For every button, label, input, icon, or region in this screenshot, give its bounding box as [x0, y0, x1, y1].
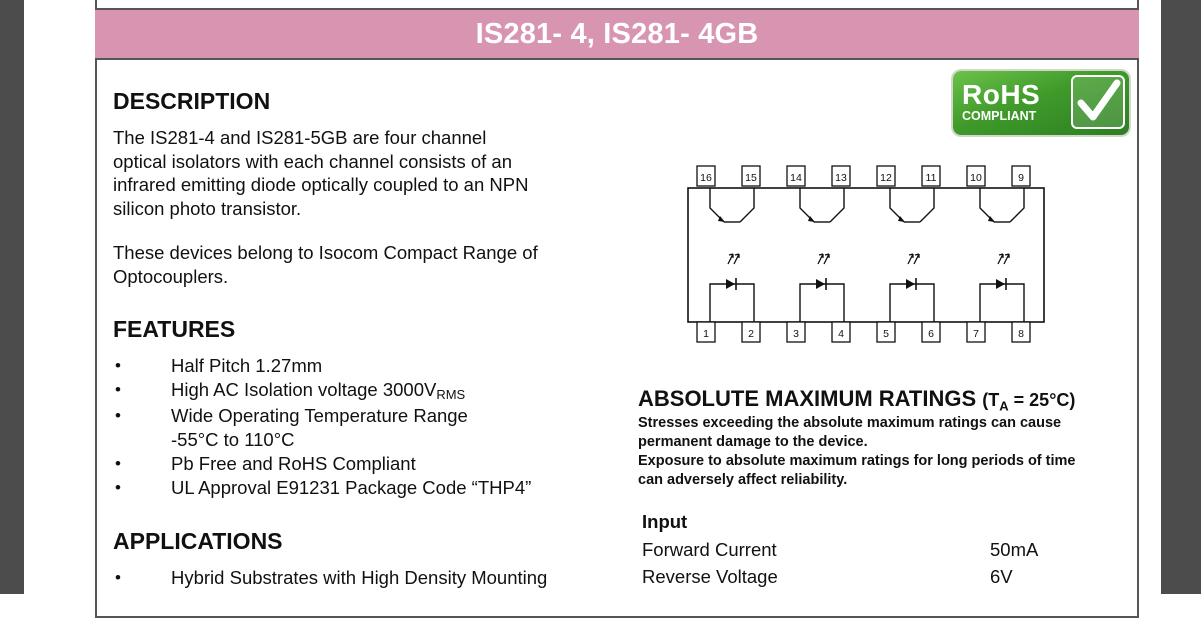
- optocoupler-channel: [979, 188, 1025, 322]
- pin-label-top: 9: [1011, 165, 1031, 187]
- ratings-section-input: Input: [642, 511, 688, 532]
- description-text-2: These devices belong to Isocom Compact R…: [113, 241, 538, 288]
- description-line: infrared emitting diode optically couple…: [113, 174, 529, 195]
- rating-value: 50mA: [990, 539, 1039, 560]
- rohs-logo-subtext: COMPLIANT: [962, 109, 1037, 123]
- svg-text:3: 3: [793, 328, 799, 340]
- svg-text:7: 7: [973, 328, 979, 340]
- optocoupler-channel: [889, 188, 935, 322]
- checkmark-icon: [1071, 75, 1125, 129]
- rating-label: Reverse Voltage: [642, 566, 778, 587]
- svg-text:8: 8: [1018, 328, 1024, 340]
- description-heading: DESCRIPTION: [113, 88, 271, 114]
- ratings-note-1: Stresses exceeding the absolute maximum …: [638, 415, 1062, 450]
- title-banner: IS281- 4, IS281- 4GB: [95, 8, 1139, 60]
- viewer-scrollbar[interactable]: [1161, 0, 1201, 594]
- description-line: Optocouplers.: [113, 265, 229, 287]
- feature-item: Half Pitch 1.27mm: [115, 354, 531, 378]
- document-title: IS281- 4, IS281- 4GB: [475, 17, 759, 50]
- svg-text:1: 1: [703, 328, 709, 340]
- features-list: Half Pitch 1.27mm High AC Isolation volt…: [115, 354, 531, 500]
- feature-item: High AC Isolation voltage 3000VRMS: [115, 378, 531, 404]
- pin-label-top: 15: [741, 165, 761, 187]
- rohs-compliant-logo: RoHS COMPLIANT: [953, 71, 1129, 135]
- optocoupler-channels: [709, 188, 1025, 322]
- pin-label-bottom: 8: [1011, 321, 1031, 343]
- bottom-pin-row: 1 2 3 4 5 6 7 8: [696, 321, 1031, 343]
- svg-text:13: 13: [835, 172, 847, 184]
- pin-label-bottom: 4: [831, 321, 851, 343]
- viewer-left-gutter: [0, 0, 24, 594]
- pin-label-top: 14: [786, 165, 806, 187]
- svg-text:4: 4: [838, 328, 844, 340]
- feature-item: UL Approval E91231 Package Code “THP4”: [115, 476, 531, 500]
- optocoupler-channel: [799, 188, 845, 322]
- pin-label-bottom: 6: [921, 321, 941, 343]
- pin-label-bottom: 1: [696, 321, 716, 343]
- description-line: The IS281-4 and IS281-5GB are four chann…: [113, 127, 487, 148]
- pin-label-bottom: 7: [966, 321, 986, 343]
- feature-item: Pb Free and RoHS Compliant: [115, 452, 531, 476]
- pin-label-top: 12: [876, 165, 896, 187]
- rating-label: Forward Current: [642, 539, 777, 560]
- description-line: These devices belong to Isocom Compact R…: [113, 242, 538, 263]
- svg-text:15: 15: [745, 172, 757, 184]
- svg-text:12: 12: [880, 172, 892, 184]
- application-item: Hybrid Substrates with High Density Moun…: [115, 566, 547, 590]
- description-line: optical isolators with each channel cons…: [113, 150, 512, 172]
- svg-text:16: 16: [700, 172, 712, 184]
- description-line: silicon photo transistor.: [113, 197, 302, 219]
- pin-label-top: 16: [696, 165, 716, 187]
- pin-label-bottom: 5: [876, 321, 896, 343]
- rating-value: 6V: [990, 566, 1013, 587]
- ratings-note-2: Exposure to absolute maximum ratings for…: [638, 453, 1076, 488]
- pin-label-top: 13: [831, 165, 851, 187]
- applications-list: Hybrid Substrates with High Density Moun…: [115, 566, 547, 590]
- svg-text:11: 11: [926, 172, 937, 184]
- svg-text:14: 14: [790, 172, 802, 184]
- rohs-logo-text: RoHS: [962, 79, 1041, 110]
- optocoupler-channel: [709, 188, 755, 322]
- features-heading: FEATURES: [113, 316, 236, 342]
- package-body: [687, 187, 1045, 323]
- pin-label-top: 10: [966, 165, 986, 187]
- pin-label-bottom: 3: [786, 321, 806, 343]
- svg-text:10: 10: [970, 172, 982, 184]
- applications-heading: APPLICATIONS: [113, 528, 283, 554]
- description-text: The IS281-4 and IS281-5GB are four chann…: [113, 126, 528, 220]
- svg-text:6: 6: [928, 328, 934, 340]
- feature-item: Wide Operating Temperature Range-55°C to…: [115, 404, 531, 452]
- svg-text:2: 2: [748, 328, 754, 340]
- document-page: IS281- 4, IS281- 4GB RoHS COMPLIANT DESC…: [24, 0, 1161, 618]
- svg-text:9: 9: [1018, 172, 1024, 184]
- svg-text:5: 5: [883, 328, 889, 340]
- pin-label-bottom: 2: [741, 321, 761, 343]
- pin-label-top: 11: [921, 165, 941, 187]
- top-pin-row: 16 15 14 13 12 11 10 9: [696, 165, 1031, 187]
- ratings-heading: ABSOLUTE MAXIMUM RATINGS (TA = 25°C): [638, 386, 1076, 414]
